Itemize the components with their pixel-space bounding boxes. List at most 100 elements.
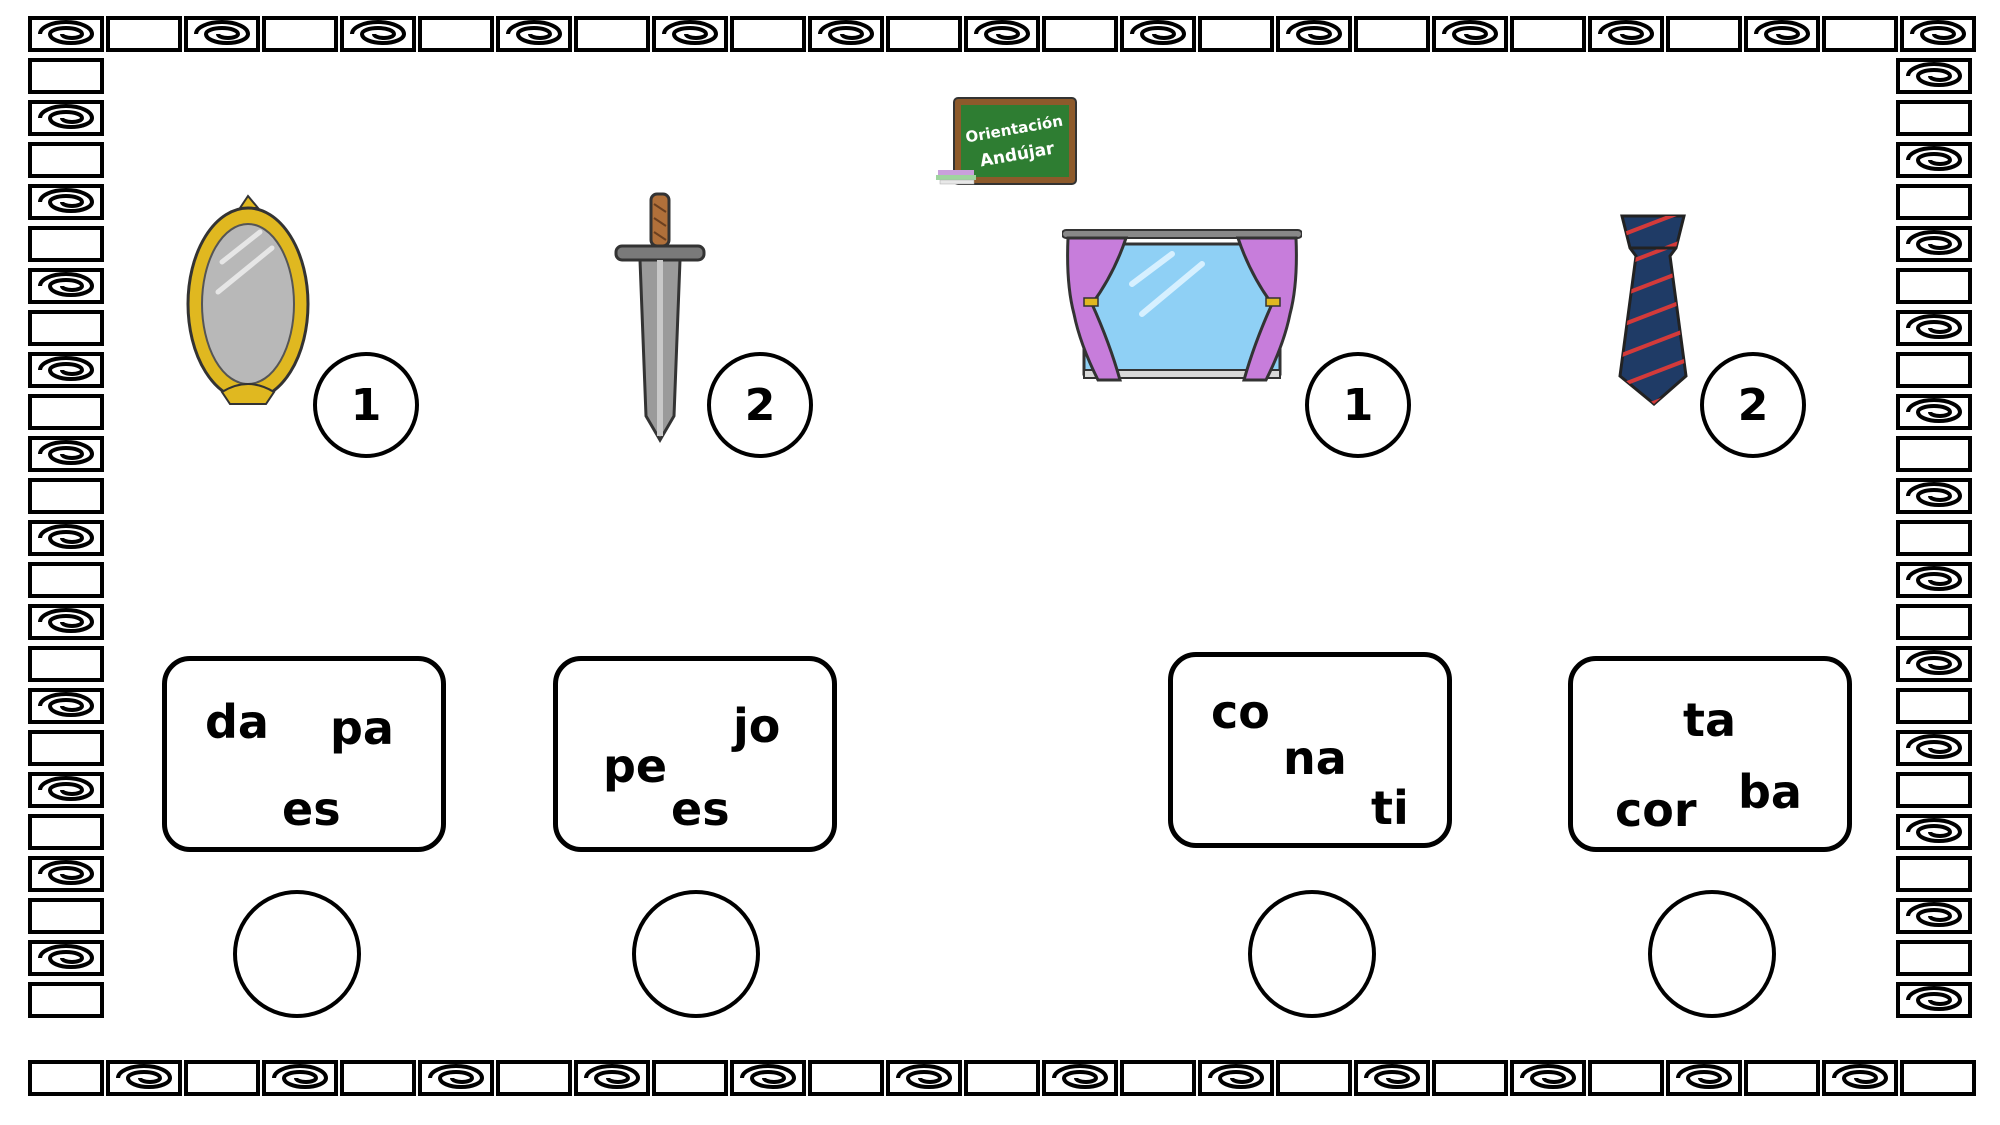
border-box-tile: [1666, 16, 1742, 52]
border-box-tile: [28, 142, 104, 178]
border-spiral-tile: [1042, 1060, 1118, 1096]
syllable: co: [1211, 685, 1270, 739]
border-box-tile: [886, 16, 962, 52]
syllable: na: [1283, 731, 1347, 785]
syllable-card-2: jo pe es: [553, 656, 837, 852]
answer-circle-4[interactable]: [1648, 890, 1776, 1018]
border-box-tile: [730, 16, 806, 52]
border-spiral-tile: [652, 16, 728, 52]
border-box-tile: [1900, 1060, 1976, 1096]
syllable-count-circle: 2: [707, 352, 813, 458]
border-spiral-tile: [1896, 478, 1972, 514]
border-spiral-tile: [808, 16, 884, 52]
border-spiral-tile: [28, 604, 104, 640]
border-spiral-tile: [28, 436, 104, 472]
border-box-tile: [184, 1060, 260, 1096]
border-box-tile: [1588, 1060, 1664, 1096]
syllable: ti: [1371, 781, 1409, 835]
syllable: es: [671, 782, 730, 836]
border-spiral-tile: [1198, 1060, 1274, 1096]
syllable-count-circle: 2: [1700, 352, 1806, 458]
border-box-tile: [1896, 604, 1972, 640]
border-box-tile: [28, 982, 104, 1018]
border-box-tile: [1432, 1060, 1508, 1096]
border-box-tile: [652, 1060, 728, 1096]
syllable: es: [282, 782, 341, 836]
border-box-tile: [28, 394, 104, 430]
border-spiral-tile: [1744, 16, 1820, 52]
border-box-tile: [808, 1060, 884, 1096]
border-box-tile: [1744, 1060, 1820, 1096]
border-spiral-tile: [28, 16, 104, 52]
sword-icon: [612, 190, 708, 446]
border-spiral-tile: [496, 16, 572, 52]
border-box-tile: [1822, 16, 1898, 52]
border-spiral-tile: [1896, 226, 1972, 262]
border-spiral-tile: [1896, 646, 1972, 682]
border-spiral-tile: [28, 184, 104, 220]
border-spiral-tile: [1896, 142, 1972, 178]
syllable: da: [205, 695, 269, 749]
border-box-tile: [1896, 520, 1972, 556]
border-box-tile: [1896, 100, 1972, 136]
border-box-tile: [1896, 352, 1972, 388]
border-box-tile: [28, 646, 104, 682]
border-box-tile: [1120, 1060, 1196, 1096]
border-box-tile: [262, 16, 338, 52]
syllable-card-4: ta cor ba: [1568, 656, 1852, 852]
border-box-tile: [1042, 16, 1118, 52]
border-box-tile: [1896, 688, 1972, 724]
syllable: ta: [1683, 693, 1737, 747]
border-box-tile: [340, 1060, 416, 1096]
border-spiral-tile: [1896, 814, 1972, 850]
border-box-tile: [28, 478, 104, 514]
border-spiral-tile: [28, 268, 104, 304]
border-spiral-tile: [1432, 16, 1508, 52]
border-spiral-tile: [28, 856, 104, 892]
border-box-tile: [496, 1060, 572, 1096]
border-spiral-tile: [106, 1060, 182, 1096]
border-spiral-tile: [1822, 1060, 1898, 1096]
orientacion-andujar-logo: Orientación Andújar: [936, 96, 1078, 188]
border-box-tile: [1896, 184, 1972, 220]
syllable-card-3: co na ti: [1168, 652, 1452, 848]
border-spiral-tile: [1896, 562, 1972, 598]
syllable: cor: [1615, 783, 1697, 837]
border-spiral-tile: [1900, 16, 1976, 52]
border-box-tile: [964, 1060, 1040, 1096]
answer-circle-1[interactable]: [233, 890, 361, 1018]
border-spiral-tile: [28, 772, 104, 808]
border-box-tile: [1896, 772, 1972, 808]
border-spiral-tile: [340, 16, 416, 52]
border-spiral-tile: [964, 16, 1040, 52]
border-spiral-tile: [28, 520, 104, 556]
border-spiral-tile: [1896, 982, 1972, 1018]
border-spiral-tile: [28, 688, 104, 724]
border-box-tile: [1354, 16, 1430, 52]
border-spiral-tile: [28, 352, 104, 388]
border-spiral-tile: [730, 1060, 806, 1096]
answer-circle-3[interactable]: [1248, 890, 1376, 1018]
border-box-tile: [28, 814, 104, 850]
border-box-tile: [28, 1060, 104, 1096]
syllable-card-1: da pa es: [162, 656, 446, 852]
answer-circle-2[interactable]: [632, 890, 760, 1018]
border-box-tile: [1896, 856, 1972, 892]
border-box-tile: [1896, 436, 1972, 472]
border-spiral-tile: [184, 16, 260, 52]
border-box-tile: [1896, 268, 1972, 304]
border-spiral-tile: [28, 100, 104, 136]
border-spiral-tile: [1354, 1060, 1430, 1096]
border-box-tile: [1896, 940, 1972, 976]
border-spiral-tile: [1896, 58, 1972, 94]
syllable: ba: [1738, 765, 1802, 819]
syllable: pe: [603, 739, 668, 793]
border-spiral-tile: [1896, 310, 1972, 346]
border-spiral-tile: [1510, 1060, 1586, 1096]
syllable-count-circle: 1: [313, 352, 419, 458]
syllable-count-circle: 1: [1305, 352, 1411, 458]
border-box-tile: [28, 58, 104, 94]
border-spiral-tile: [262, 1060, 338, 1096]
border-box-tile: [1198, 16, 1274, 52]
